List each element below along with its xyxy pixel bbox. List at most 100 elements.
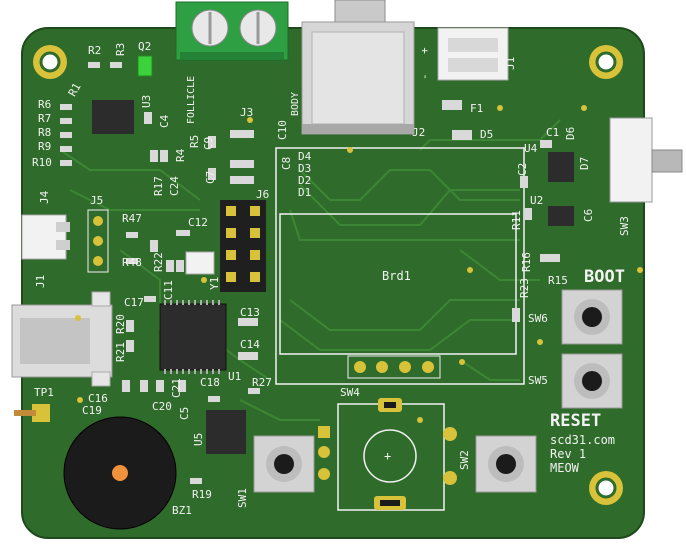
mounting-holes — [33, 45, 623, 505]
label-r48: R48 — [122, 256, 142, 269]
label-d6: D6 — [564, 127, 577, 140]
label-d1: D1 — [298, 186, 311, 199]
reset-label: RESET — [550, 411, 601, 431]
vias — [75, 105, 643, 423]
encoder-sw4: + — [318, 398, 457, 511]
jst-connector-power — [437, 27, 509, 81]
audio-jack-j2 — [301, 0, 415, 135]
label-r27: R27 — [252, 376, 272, 389]
slide-switch-sw3 — [609, 117, 683, 203]
label-sw2: SW2 — [458, 450, 471, 470]
label-c17: C17 — [124, 296, 144, 309]
label-c14: C14 — [240, 338, 260, 351]
label-u1: U1 — [228, 370, 241, 383]
label-sw3: SW3 — [618, 216, 631, 236]
label-c5: C5 — [178, 407, 191, 420]
label-sw5: SW5 — [528, 374, 548, 387]
label-c2: C2 — [516, 163, 529, 176]
label-q2: Q2 — [138, 40, 151, 53]
label-r3: R3 — [114, 43, 127, 56]
button-sw5-reset — [561, 353, 623, 409]
button-sw6-boot — [561, 289, 623, 345]
label-c1: C1 — [546, 126, 559, 139]
label-c13: C13 — [240, 306, 260, 319]
label-c4: C4 — [158, 114, 171, 128]
label-sw1: SW1 — [236, 488, 249, 508]
label-r19: R19 — [192, 488, 212, 501]
label-r1: R1 — [66, 81, 84, 99]
label-r15: R15 — [548, 274, 568, 287]
label-c21: C21 — [170, 378, 183, 398]
label-minus: - — [418, 73, 431, 80]
module-brd1 — [275, 147, 525, 385]
label-r4: R4 — [174, 148, 187, 162]
label-c16: C16 — [88, 392, 108, 405]
label-j5: J5 — [90, 194, 103, 207]
label-u5: U5 — [192, 433, 205, 446]
label-r2: R2 — [88, 44, 101, 57]
connector-j4 — [21, 214, 70, 260]
label-sw6: SW6 — [528, 312, 548, 325]
label-c8: C8 — [280, 157, 293, 170]
label-c24: C24 — [168, 176, 181, 196]
label-j1: J1 — [34, 275, 47, 288]
label-r5: R5 — [188, 135, 201, 148]
label-j3: J3 — [240, 106, 253, 119]
label-c7: C7 — [204, 171, 217, 184]
label-f1: F1 — [470, 102, 483, 115]
label-u2: U2 — [530, 194, 543, 207]
label-d7: D7 — [578, 157, 591, 170]
ic-u3 — [92, 100, 134, 134]
crystal-y1 — [185, 251, 215, 275]
label-r17: R17 — [152, 176, 165, 196]
label-body: BODY — [290, 92, 301, 116]
label-c19: C19 — [82, 404, 102, 417]
label-r22: R22 — [152, 252, 165, 272]
label-plus: + — [418, 47, 431, 54]
label-j6: J6 — [256, 188, 269, 201]
label-r47: R47 — [122, 212, 142, 225]
ic-u2 — [548, 206, 574, 226]
ic-u4 — [548, 152, 574, 182]
boot-label: BOOT — [584, 267, 625, 287]
passive-components — [60, 62, 560, 484]
codename-label: MEOW — [550, 461, 580, 475]
label-r11: R11 — [510, 210, 523, 230]
label-r6: R6 — [38, 98, 51, 111]
label-j2: J2 — [412, 126, 425, 139]
revision-label: Rev 1 — [550, 447, 586, 461]
ic-u5 — [206, 410, 246, 454]
label-follicle: FOLLICLE — [186, 76, 197, 124]
label-c9: C9 — [202, 137, 215, 150]
module-name: Brd1 — [382, 269, 411, 283]
label-r7: R7 — [38, 112, 51, 125]
label-d5: D5 — [480, 128, 493, 141]
label-r8: R8 — [38, 126, 51, 139]
usb-connector-j1 — [11, 291, 113, 387]
button-sw1 — [253, 435, 315, 493]
label-d3: D3 — [298, 162, 311, 175]
label-r20: R20 — [114, 314, 127, 334]
label-j1-top: J1 — [504, 57, 517, 70]
pin-header-j5 — [87, 209, 109, 273]
label-r16: R16 — [520, 252, 533, 272]
label-sw4: SW4 — [340, 386, 360, 399]
label-d4: D4 — [298, 150, 312, 163]
buzzer-bz1 — [63, 416, 177, 530]
label-r10: R10 — [32, 156, 52, 169]
svg-text:+: + — [384, 449, 391, 463]
mcu-u1 — [159, 300, 227, 374]
website-label: scd31.com — [550, 433, 615, 447]
pin-header-j6 — [220, 200, 266, 292]
label-r21: R21 — [114, 342, 127, 362]
label-c6: C6 — [582, 209, 595, 222]
label-y1: Y1 — [208, 277, 221, 290]
label-r23: R23 — [518, 278, 531, 298]
label-r9: R9 — [38, 140, 51, 153]
label-u4: U4 — [524, 142, 538, 155]
label-tp1: TP1 — [34, 386, 54, 399]
button-sw2 — [475, 435, 537, 493]
test-point-tp1 — [14, 404, 50, 422]
label-c20: C20 — [152, 400, 172, 413]
